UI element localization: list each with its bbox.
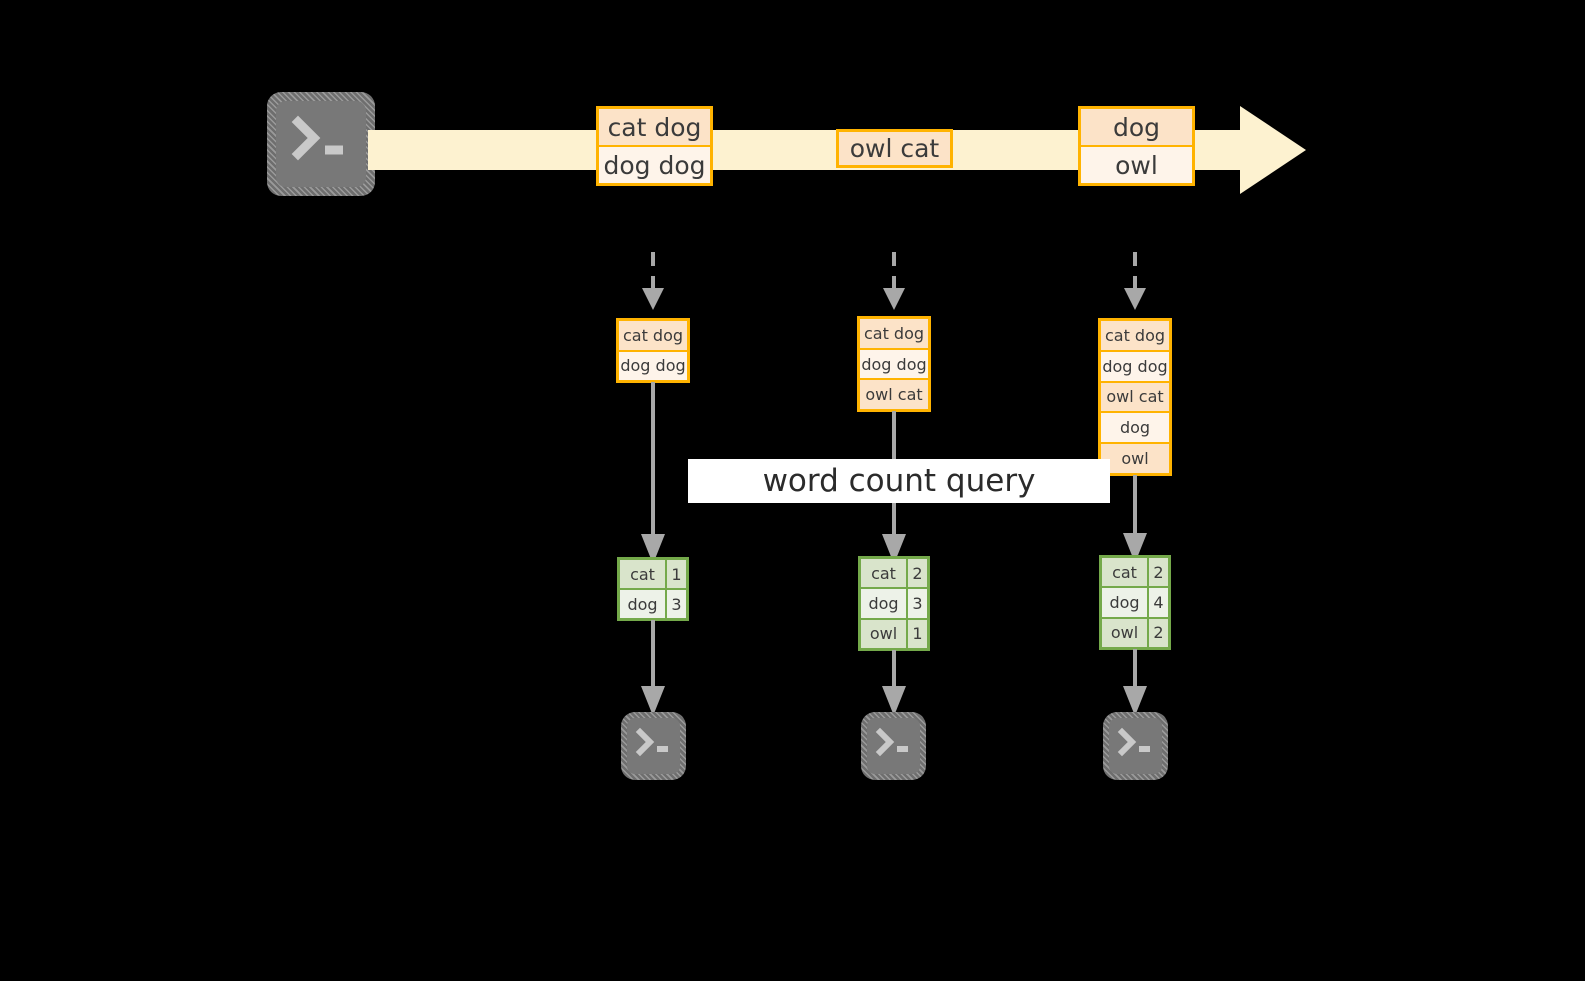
table-row: dog 3	[861, 587, 927, 618]
table-row: cat 2	[861, 559, 927, 588]
accumulated-row: dog dog	[1101, 349, 1169, 381]
accumulated-row: cat dog	[1101, 321, 1169, 350]
terminal-face	[867, 718, 920, 774]
table-cell-word: cat	[620, 560, 667, 588]
snapshot-3-accumulated-stack: cat dog dog dog owl cat dog owl	[1098, 318, 1172, 476]
table-cell-word: dog	[861, 589, 908, 618]
table-row: owl 2	[1102, 616, 1168, 647]
terminal-icon-consumer-2	[861, 712, 926, 780]
table-cell-count: 2	[1153, 623, 1164, 643]
stream-message-1: cat dog dog dog	[596, 106, 713, 186]
table-cell-word: dog	[620, 590, 667, 618]
stream-message-3: dog owl	[1078, 106, 1195, 186]
message-row: cat dog	[599, 109, 710, 145]
terminal-prompt-icon	[621, 712, 686, 780]
table-row: cat 2	[1102, 558, 1168, 587]
table-row: owl 1	[861, 617, 927, 648]
terminal-face	[627, 718, 680, 774]
message-row: dog	[1081, 109, 1192, 145]
accumulated-row: cat dog	[860, 319, 928, 348]
table-cell-count: 2	[1153, 562, 1164, 582]
message-row: owl	[1081, 145, 1192, 183]
table-row: cat 1	[620, 560, 686, 588]
dashed-down-arrow-1	[638, 252, 668, 314]
dashed-down-arrow-3	[1120, 252, 1150, 314]
result-connector-2	[879, 650, 909, 718]
table-cell-count: 2	[912, 563, 923, 583]
terminal-icon-consumer-1	[621, 712, 686, 780]
terminal-face	[276, 101, 366, 187]
table-cell-count: 4	[1153, 592, 1164, 612]
accumulated-row: dog dog	[860, 347, 928, 379]
terminal-icon-producer	[267, 92, 375, 196]
result-connector-3	[1120, 649, 1150, 718]
query-label-band: word count query	[688, 459, 1110, 503]
accumulated-row: cat dog	[619, 321, 687, 350]
terminal-prompt-icon	[1103, 712, 1168, 780]
accumulated-row: owl cat	[860, 378, 928, 410]
table-cell-count: 3	[912, 593, 923, 613]
message-row: owl cat	[839, 132, 950, 165]
table-row: dog 3	[620, 588, 686, 618]
terminal-icon-consumer-3	[1103, 712, 1168, 780]
stream-message-2: owl cat	[836, 129, 953, 168]
table-cell-word: dog	[1102, 588, 1149, 617]
query-connector-3	[1120, 475, 1150, 565]
table-row: dog 4	[1102, 586, 1168, 617]
accumulated-row: dog dog	[619, 349, 687, 380]
query-label-text: word count query	[762, 463, 1036, 499]
terminal-prompt-icon	[267, 92, 375, 196]
snapshot-2-accumulated-stack: cat dog dog dog owl cat	[857, 316, 931, 412]
table-cell-count: 3	[671, 594, 682, 614]
accumulated-row: owl	[1101, 442, 1169, 473]
terminal-face	[1109, 718, 1162, 774]
snapshot-1-accumulated-stack: cat dog dog dog	[616, 318, 690, 383]
table-cell-word: cat	[861, 559, 908, 588]
accumulated-row: owl cat	[1101, 380, 1169, 412]
table-cell-word: cat	[1102, 558, 1149, 587]
accumulated-row: dog	[1101, 411, 1169, 443]
table-cell-count: 1	[671, 564, 682, 584]
snapshot-3-result-table: cat 2 dog 4 owl 2	[1099, 555, 1171, 650]
snapshot-2-result-table: cat 2 dog 3 owl 1	[858, 556, 930, 651]
message-row: dog dog	[599, 145, 710, 183]
table-cell-word: owl	[861, 619, 908, 648]
result-connector-1	[638, 620, 668, 718]
table-cell-count: 1	[912, 624, 923, 644]
terminal-prompt-icon	[861, 712, 926, 780]
table-cell-word: owl	[1102, 618, 1149, 647]
dashed-down-arrow-2	[879, 252, 909, 314]
snapshot-1-result-table: cat 1 dog 3	[617, 557, 689, 621]
query-connector-1	[638, 382, 668, 566]
